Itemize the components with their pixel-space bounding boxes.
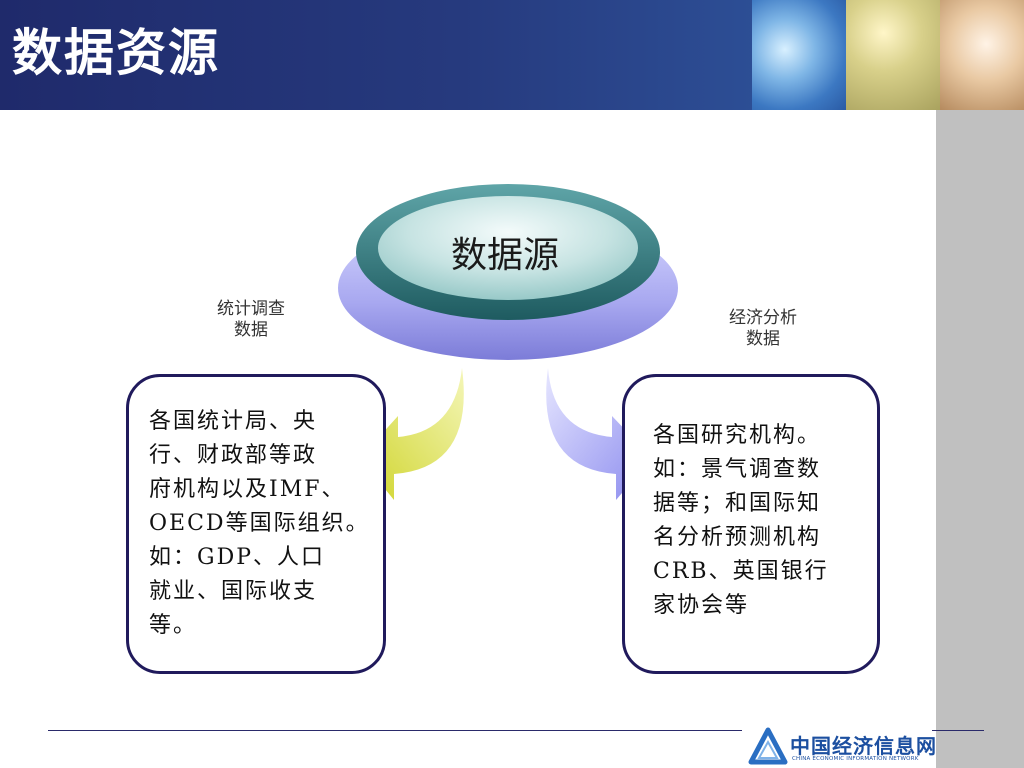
calculator-photo <box>846 0 940 110</box>
footer-divider-right <box>932 730 984 731</box>
logo-name-cn: 中国经济信息网 <box>790 734 937 758</box>
left-branch-label: 统计调查 数据 <box>217 299 285 340</box>
logo-name-en: CHINA ECONOMIC INFORMATION NETWORK <box>792 756 919 762</box>
center-node-label: 数据源 <box>450 235 559 276</box>
right-content-box: 各国研究机构。 如：景气调查数 据等；和国际知 名分析预测机构 CRB、英国银行… <box>622 374 880 674</box>
header-bar: 数据资源 <box>0 0 1024 110</box>
triangle-logo-icon <box>748 727 788 765</box>
slide-title: 数据资源 <box>12 24 220 82</box>
right-sidebar <box>936 110 1024 768</box>
cei-logo: 中国经济信息网 CHINA ECONOMIC INFORMATION NETWO… <box>748 724 937 768</box>
right-box-text: 各国研究机构。 如：景气调查数 据等；和国际知 名分析预测机构 CRB、英国银行… <box>653 423 829 618</box>
left-box-text: 各国统计局、央 行、财政部等政 府机构以及IMF、 OECD等国际组织。 如：G… <box>149 409 370 638</box>
center-inner-ellipse <box>378 196 638 300</box>
pen-photo <box>940 0 1024 110</box>
right-branch-label: 经济分析 数据 <box>729 308 797 349</box>
left-content-box: 各国统计局、央 行、财政部等政 府机构以及IMF、 OECD等国际组织。 如：G… <box>126 374 386 674</box>
footer-divider-left <box>48 730 742 731</box>
clock-photo <box>752 0 846 110</box>
header-photo-strip <box>752 0 1024 110</box>
